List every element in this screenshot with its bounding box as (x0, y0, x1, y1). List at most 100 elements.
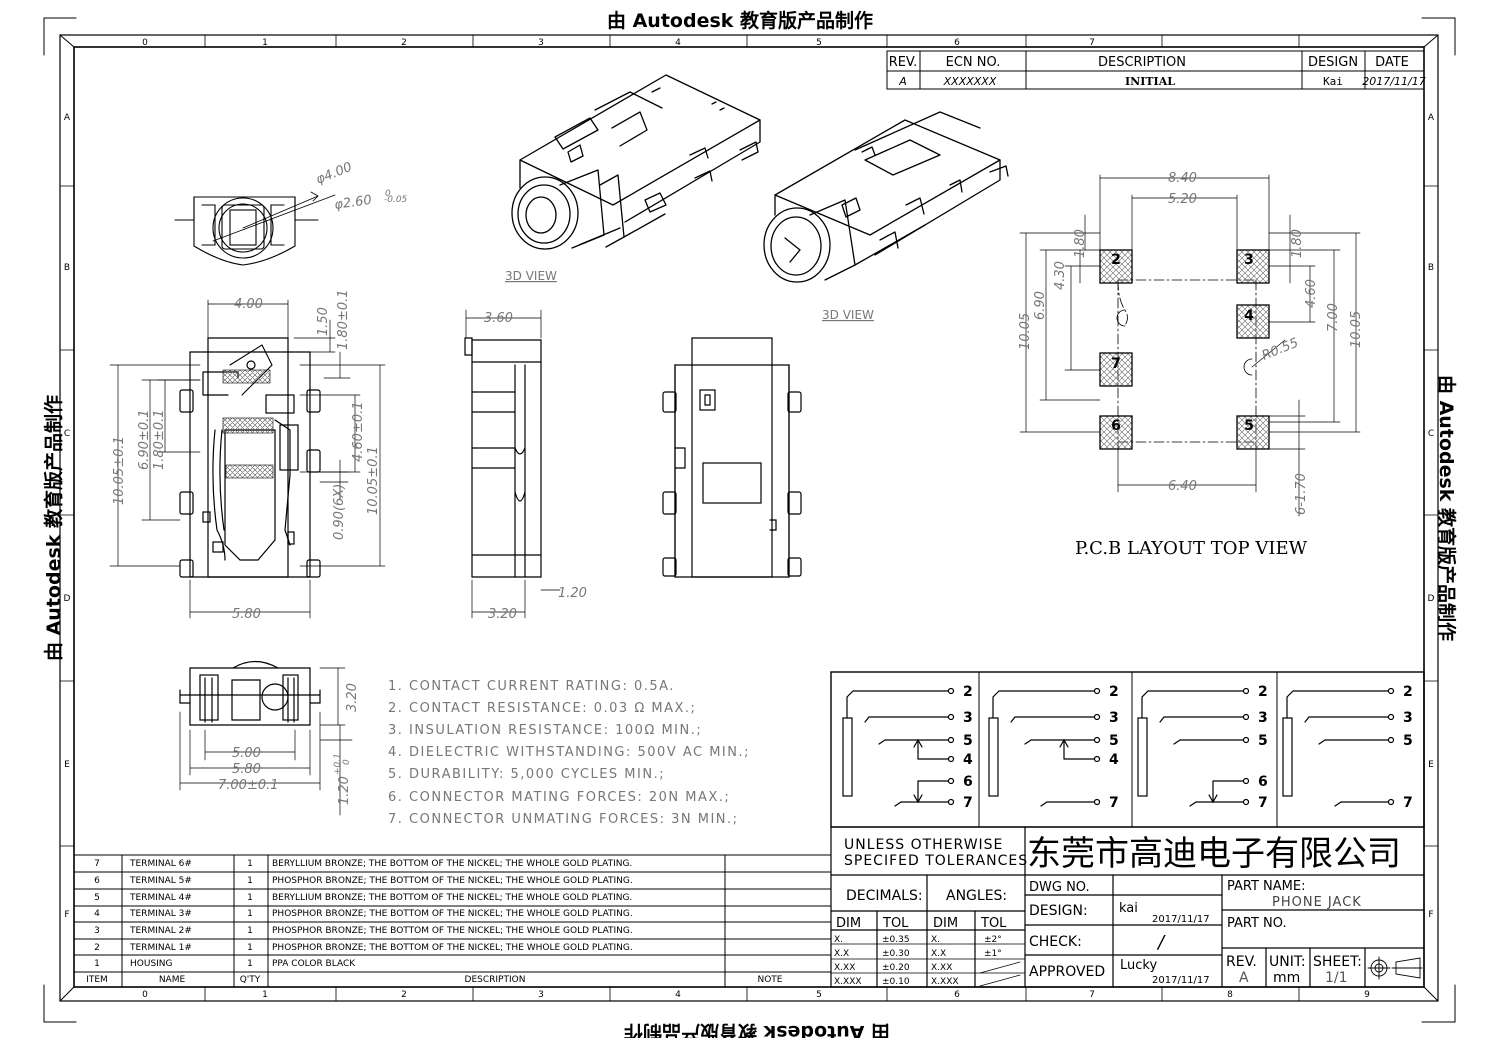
schematic-pin-label: 7 (963, 795, 973, 811)
pcb-dim-690: 6.90 (1033, 291, 1048, 320)
dwg-no-label: DWG NO. (1029, 880, 1090, 895)
check-value: / (1156, 932, 1166, 953)
pcb-layout: 2 3 4 7 6 5 8.40 5.20 1.80 4.30 (1018, 171, 1364, 559)
bom-cell: TERMINAL 6# (129, 859, 192, 869)
dim-label-2: DIM (933, 916, 958, 931)
schematic-pin-label: 4 (1109, 752, 1119, 768)
schematic-pin-label: 2 (1258, 684, 1268, 700)
dim-bot-120tol: +0.1 (333, 753, 343, 775)
zone-col-2b: 2 (401, 990, 407, 1000)
watermark-left: 由 Autodesk 教育版产品制作 (42, 395, 65, 661)
zone-row-d: D (64, 594, 71, 604)
ang-row-0-tol: ±2° (984, 935, 1002, 945)
rev-ecn: XXXXXXX (943, 75, 997, 88)
zone-row-b: B (64, 263, 70, 273)
zone-labels: 0 1 2 3 4 5 6 7 0 1 2 3 4 5 6 7 8 9 A B … (64, 38, 1435, 1000)
zone-col-6b: 6 (954, 990, 960, 1000)
label-3d-view-2: 3D VIEW (822, 308, 874, 322)
zone-col-0: 0 (142, 38, 148, 48)
schematic-pin-label: 5 (1258, 733, 1268, 749)
pad-3 (1236, 249, 1270, 284)
schematic-pin-label: 7 (1109, 795, 1119, 811)
zone-row-f: F (64, 910, 69, 920)
rev-val: A (1239, 970, 1249, 986)
bom-cell: 4 (94, 909, 100, 919)
pad-5-label: 5 (1244, 418, 1254, 434)
dim-top-460: 4.60±0.1 (351, 401, 366, 462)
bottom-view (179, 660, 321, 726)
rev-header-rev: REV. (889, 55, 918, 70)
dim-front-tol2: -0.05 (384, 195, 408, 205)
pcb-dim-520: 5.20 (1168, 192, 1197, 207)
unit-label: UNIT: (1269, 954, 1306, 970)
approved-label: APPROVED (1029, 964, 1105, 980)
note-7: 7. CONNECTOR UNMATING FORCES: 3N MIN.; (388, 812, 739, 827)
sheet-label: SHEET: (1313, 954, 1362, 970)
tol-header-1: UNLESS OTHERWISE (844, 837, 1003, 853)
side-view-dim-text: 3.60 1.20 3.20 (484, 311, 587, 622)
zone-row-f-r: F (1428, 910, 1433, 920)
dim-top-580: 5.80 (232, 607, 261, 622)
ang-row-2-dim: X.XX (931, 963, 952, 973)
rev-header-ecn: ECN NO. (946, 55, 1001, 70)
note-4: 4. DIELECTRIC WITHSTANDING: 500V AC MIN.… (388, 745, 750, 760)
dim-top-1005r: 10.05±0.1 (366, 446, 381, 515)
bom-cell: BERYLLIUM BRONZE; THE BOTTOM OF THE NICK… (272, 859, 632, 869)
bom-cell: 7 (94, 859, 100, 869)
zone-col-4: 4 (675, 38, 681, 48)
watermark-bottom: 由 Autodesk 教育版产品制作 (624, 1021, 890, 1038)
zone-col-4b: 4 (675, 990, 681, 1000)
bom-cell: PHOSPHOR BRONZE; THE BOTTOM OF THE NICKE… (272, 876, 633, 886)
part-no-label: PART NO. (1227, 916, 1287, 931)
bom-cell: 1 (247, 943, 253, 953)
zone-col-5b: 5 (816, 990, 822, 1000)
dim-bot-580: 5.80 (232, 762, 261, 777)
pcb-dim-430: 4.30 (1053, 261, 1068, 290)
pad-2 (1099, 249, 1133, 284)
bom-cell: 6 (94, 876, 100, 886)
pcb-dim-r055: R0.55 (1260, 336, 1301, 364)
dim-bot-120: 1.20 (337, 776, 352, 805)
zone-col-1b: 1 (262, 990, 268, 1000)
zone-col-5: 5 (816, 38, 822, 48)
schematic-pin-label: 7 (1403, 795, 1413, 811)
dim-front-tol: 0 (385, 189, 391, 199)
dim-top-090: 0.90(6X) (332, 484, 347, 540)
bom-cell: TERMINAL 5# (129, 876, 192, 886)
top-view-dim-text: 4.00 1.50 1.80±0.1 10.05±0.1 6.90±0.1 1.… (112, 289, 381, 622)
top-view-dims (109, 299, 386, 619)
ang-row-0-dim: X. (931, 935, 940, 945)
dim-top-150: 1.50 (316, 307, 331, 336)
rev-header-date: DATE (1375, 55, 1409, 70)
note-1: 1. CONTACT CURRENT RATING: 0.5A. (388, 679, 675, 694)
zone-row-d-r: D (1428, 594, 1435, 604)
iso-view-1 (511, 74, 761, 250)
zone-row-e: E (64, 760, 70, 770)
bom-cell: 5 (94, 893, 100, 903)
rev-header-desc: DESCRIPTION (1098, 55, 1186, 70)
bom-cell: BERYLLIUM BRONZE; THE BOTTOM OF THE NICK… (272, 893, 632, 903)
sheet-val: 1/1 (1325, 970, 1348, 986)
dim-side-120: 1.20 (558, 586, 587, 601)
dim-front-id: φ2.60 (333, 193, 372, 213)
side-view (464, 337, 542, 578)
rev-desc: INITIAL (1125, 75, 1175, 88)
projection-symbol-icon (1367, 956, 1423, 980)
check-label: CHECK: (1029, 934, 1082, 950)
bottom-view-dims (179, 667, 353, 816)
zone-row-a: A (64, 113, 71, 123)
zone-col-2: 2 (401, 38, 407, 48)
bom-cell: TERMINAL 1# (129, 943, 192, 953)
dim-side-360: 3.60 (484, 311, 513, 326)
note-6: 6. CONNECTOR MATING FORCES: 20N MAX.; (388, 790, 730, 805)
tol-label-2: TOL (980, 916, 1007, 931)
ang-row-3-dim: X.XXX (931, 977, 959, 987)
company-name: 东莞市高迪电子有限公司 (1027, 834, 1401, 874)
rear-view (662, 337, 802, 578)
bom-header: ITEM (86, 975, 108, 985)
pad-7 (1099, 352, 1133, 387)
zone-col-7b: 7 (1089, 990, 1095, 1000)
